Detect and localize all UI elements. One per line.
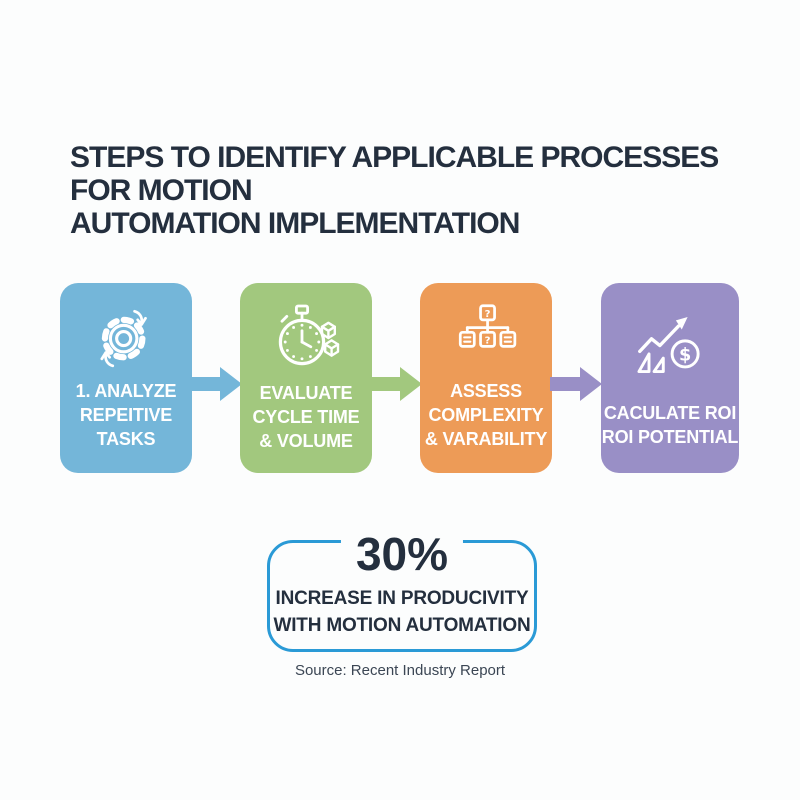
step-box-complexity: ? ? ASSESS COMPLEXITY & VARABILITY bbox=[420, 283, 552, 473]
stat-value: 30% bbox=[340, 529, 464, 579]
svg-text:$: $ bbox=[679, 346, 691, 366]
stat-description: INCREASE IN PRODUCIVITY WITH MOTION AUTO… bbox=[273, 588, 531, 636]
step-box-roi: $ CACULATE ROI ROI POTENTIAL bbox=[601, 283, 739, 473]
page-title: STEPS TO IDENTIFY APPLICABLE PROCESSES F… bbox=[70, 141, 730, 240]
page-title-line-3: AUTOMATION IMPLEMENTATION bbox=[70, 207, 520, 240]
page-title-line-2: FOR MOTION bbox=[70, 174, 253, 207]
stopwatch-volume-icon bbox=[266, 298, 346, 378]
arrow-right-icon bbox=[190, 363, 242, 405]
step-box-analyze-tasks: 1. ANALYZE REPEITIVE TASKS bbox=[60, 283, 192, 473]
step-box-cycle-time: EVALUATE CYCLE TIME & VOLUME bbox=[240, 283, 372, 473]
roi-growth-icon: $ bbox=[628, 301, 712, 385]
step-label: EVALUATE CYCLE TIME & VOLUME bbox=[252, 383, 360, 451]
step-label: ASSESS COMPLEXITY & VARABILITY bbox=[424, 381, 548, 449]
source-citation: Source: Recent Industry Report bbox=[294, 662, 506, 679]
page-title-line-1: STEPS TO IDENTIFY APPLICABLE PROCESSES bbox=[70, 141, 719, 174]
arrow-right-icon bbox=[370, 363, 422, 405]
svg-text:?: ? bbox=[485, 309, 491, 320]
gear-cycle-icon bbox=[87, 298, 165, 376]
stat-callout: 30% INCREASE IN PRODUCIVITY WITH MOTION … bbox=[267, 529, 537, 652]
arrow-right-icon bbox=[550, 363, 602, 405]
svg-text:?: ? bbox=[485, 336, 491, 347]
decision-tree-icon: ? ? bbox=[447, 298, 525, 376]
step-label: CACULATE ROI ROI POTENTIAL bbox=[601, 403, 739, 447]
step-label: 1. ANALYZE REPEITIVE TASKS bbox=[75, 381, 177, 449]
